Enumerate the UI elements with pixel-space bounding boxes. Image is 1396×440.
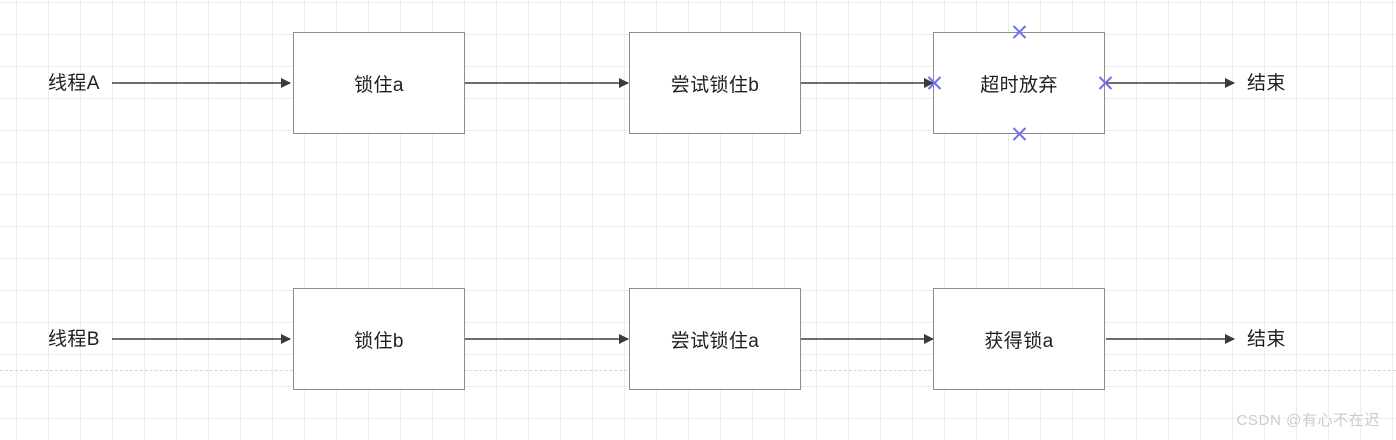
arrow-head-icon bbox=[1225, 334, 1235, 344]
connector-lane-b-b1-to-b2 bbox=[465, 334, 629, 344]
node-lane-b-lock-b[interactable]: 锁住b bbox=[293, 288, 465, 390]
node-lane-b-acquire-lock-a[interactable]: 获得锁a bbox=[933, 288, 1105, 390]
arrow-head-icon bbox=[281, 78, 291, 88]
connection-point-left-icon[interactable] bbox=[926, 75, 943, 92]
arrow-head-icon bbox=[1225, 78, 1235, 88]
arrow-head-icon bbox=[924, 334, 934, 344]
lane-b-start-label: 线程B bbox=[48, 329, 100, 350]
node-lane-b-try-lock-a[interactable]: 尝试锁住a bbox=[629, 288, 801, 390]
node-lane-a-try-lock-b[interactable]: 尝试锁住b bbox=[629, 32, 801, 134]
arrow-head-icon bbox=[619, 334, 629, 344]
lane-b-end-label: 结束 bbox=[1247, 329, 1286, 350]
arrow-head-icon bbox=[281, 334, 291, 344]
connector-lane-b-start-to-b1 bbox=[112, 334, 291, 344]
watermark-text: CSDN @有心不在迟 bbox=[1236, 412, 1380, 429]
connection-point-top-icon[interactable] bbox=[1011, 24, 1028, 41]
node-lane-a-lock-a[interactable]: 锁住a bbox=[293, 32, 465, 134]
connector-lane-b-b2-to-b3 bbox=[801, 334, 934, 344]
connector-lane-a-a3-to-end bbox=[1106, 78, 1235, 88]
connector-lane-a-a1-to-a2 bbox=[465, 78, 629, 88]
connector-lane-b-b3-to-end bbox=[1106, 334, 1235, 344]
node-lane-a-timeout-give-up[interactable]: 超时放弃 bbox=[933, 32, 1105, 134]
connector-lane-a-start-to-a1 bbox=[112, 78, 291, 88]
arrow-head-icon bbox=[619, 78, 629, 88]
lane-a-end-label: 结束 bbox=[1247, 73, 1286, 94]
lane-a-start-label: 线程A bbox=[48, 73, 100, 94]
connection-point-bottom-icon[interactable] bbox=[1011, 126, 1028, 143]
connector-lane-a-a2-to-a3 bbox=[801, 78, 934, 88]
